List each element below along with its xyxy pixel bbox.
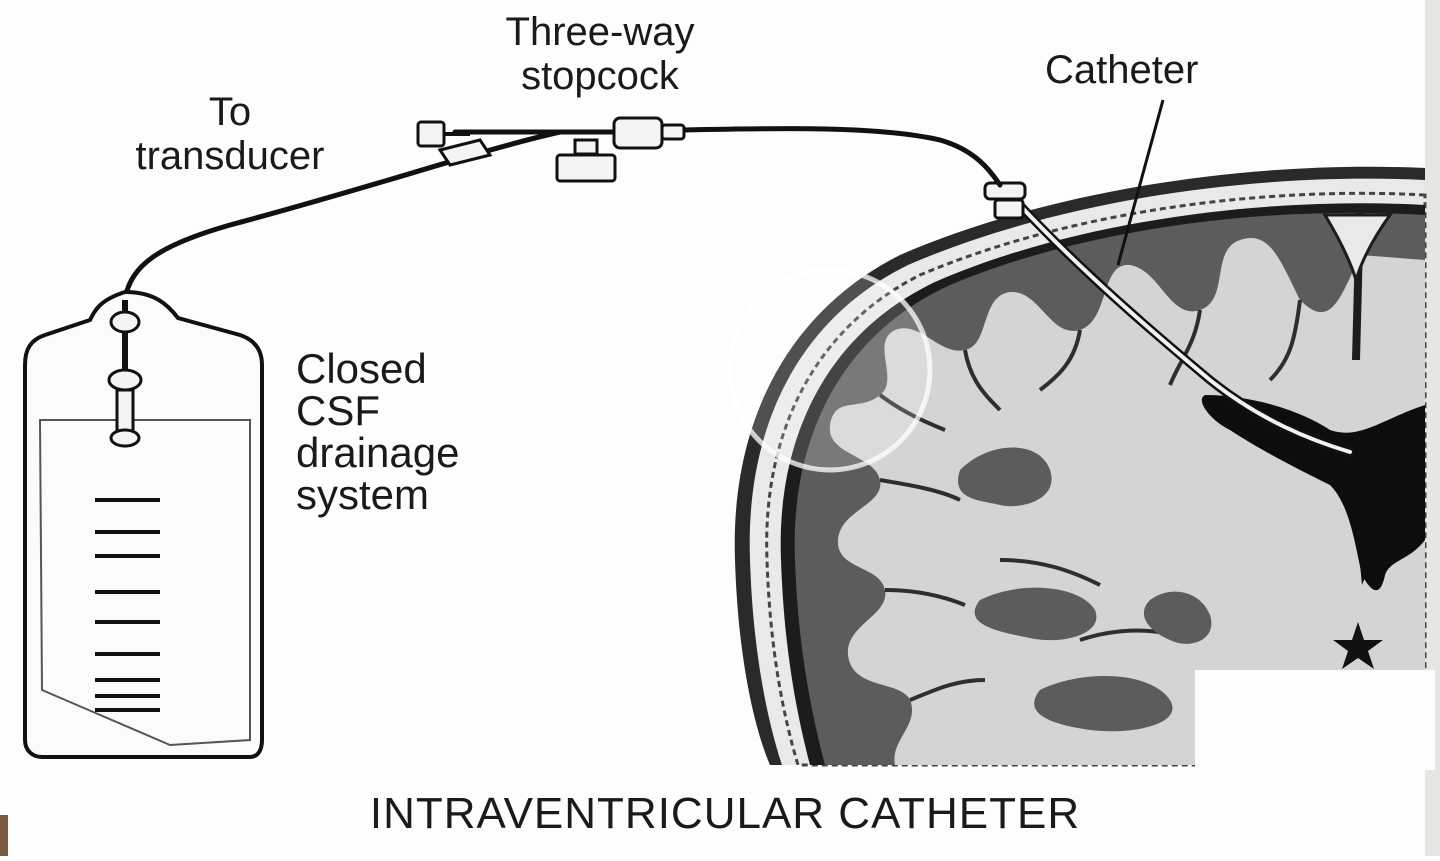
diagram-title: INTRAVENTRICULAR CATHETER [369, 789, 1081, 838]
tubing [122, 126, 1003, 303]
to-transducer-label: To transducer [70, 92, 390, 176]
bag-outline [23, 289, 264, 759]
stopcock-handle [555, 153, 617, 183]
tube-stopcock-to-catheter [680, 126, 1003, 188]
catheter-pointer-line [1116, 99, 1165, 266]
head-cross-section [727, 166, 1435, 770]
to-transducer-line2: transducer [135, 134, 325, 178]
three-way-stopcock [416, 116, 686, 183]
closed-line1: Closed [296, 345, 427, 392]
catheter-hub-top [983, 181, 1027, 201]
three-way-label-line1: Three-way [505, 10, 695, 54]
left-corner-mark [0, 815, 8, 856]
three-way-stopcock-label: Three-way stopcock [440, 12, 760, 96]
catheter-assembly [983, 99, 1355, 457]
catheter-label: Catheter [1045, 48, 1199, 92]
closed-line4: system [296, 471, 430, 518]
right-edge-strip [1425, 0, 1440, 856]
stopcock-connector-tip [660, 123, 686, 141]
third-ventricle [1345, 490, 1382, 585]
skull-texture [765, 191, 1427, 767]
bag-clamp [109, 310, 141, 334]
catheter-tube-inner [1013, 198, 1352, 454]
bag-inlet-ring [107, 368, 143, 392]
falx-top [1322, 213, 1393, 286]
stopcock-lever [437, 138, 493, 167]
three-way-label-line2: stopcock [521, 54, 679, 98]
star-icon [1333, 622, 1383, 669]
closed-line3: drainage [296, 429, 460, 476]
bag-inner-panel [38, 419, 251, 747]
stopcock-stem [573, 138, 599, 156]
closed-csf-drainage-label: Closed CSF drainage system [296, 348, 459, 516]
tube-stopcock-to-bag [122, 129, 563, 303]
catheter-hub-bottom [993, 198, 1025, 220]
closed-line2: CSF [296, 387, 380, 434]
to-transducer-line1: To [208, 90, 252, 134]
drainage-bag [23, 289, 264, 759]
graduation-marks [95, 498, 160, 712]
inner-gyri [958, 447, 1212, 732]
transducer-port [416, 120, 446, 148]
stopcock-connector [612, 116, 664, 150]
image-crop-block [1195, 670, 1435, 770]
highlight-circle [727, 267, 933, 473]
drip-chamber [115, 388, 135, 437]
